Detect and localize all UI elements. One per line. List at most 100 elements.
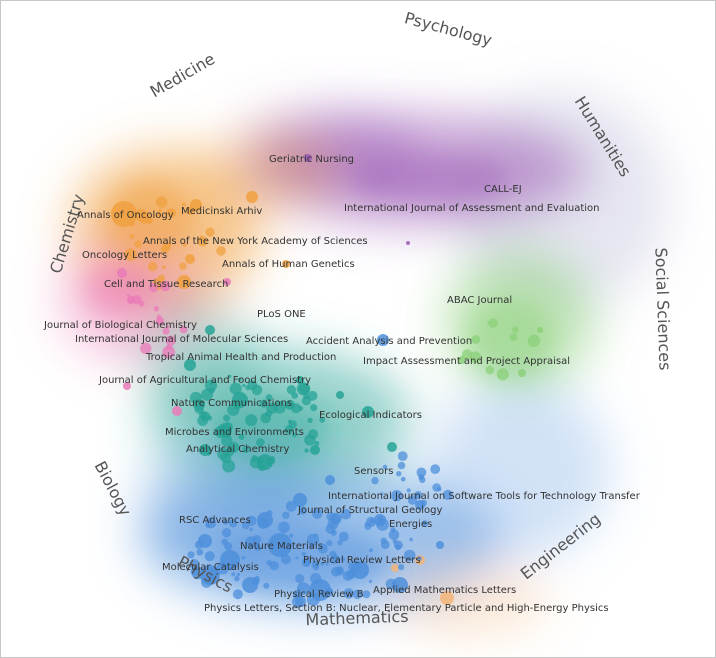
journal-bubble[interactable] bbox=[242, 445, 250, 454]
journal-bubble[interactable] bbox=[221, 528, 232, 538]
journal-bubble[interactable] bbox=[153, 306, 159, 312]
journal-bubble[interactable] bbox=[325, 562, 329, 566]
journal-label-jafc[interactable]: Journal of Agricultural and Food Chemist… bbox=[98, 375, 311, 386]
journal-label-molecular-catalysis[interactable]: Molecular Catalysis bbox=[162, 562, 259, 573]
journal-bubble[interactable] bbox=[254, 578, 259, 583]
journal-bubble[interactable] bbox=[157, 274, 166, 282]
journal-label-energies[interactable]: Energies bbox=[389, 519, 432, 530]
journal-bubble[interactable] bbox=[440, 591, 454, 605]
journal-bubble[interactable] bbox=[371, 476, 379, 485]
journal-label-impact-assessment[interactable]: Impact Assessment and Project Appraisal bbox=[363, 356, 570, 367]
journal-bubble[interactable] bbox=[397, 461, 406, 470]
journal-bubble[interactable] bbox=[285, 500, 297, 512]
journal-bubble[interactable] bbox=[324, 587, 334, 597]
journal-bubble[interactable] bbox=[204, 379, 218, 392]
journal-bubble[interactable] bbox=[251, 384, 263, 396]
journal-bubble[interactable] bbox=[140, 342, 152, 355]
journal-bubble[interactable] bbox=[187, 551, 195, 559]
journal-bubble[interactable] bbox=[269, 457, 276, 464]
journal-bubble[interactable] bbox=[126, 293, 130, 298]
journal-bubble[interactable] bbox=[260, 412, 272, 424]
journal-bubble[interactable] bbox=[162, 265, 166, 269]
journal-bubble[interactable] bbox=[337, 540, 343, 546]
journal-bubble[interactable] bbox=[123, 382, 131, 390]
journal-bubble[interactable] bbox=[241, 556, 246, 560]
journal-bubble[interactable] bbox=[298, 506, 307, 515]
journal-bubble[interactable] bbox=[256, 438, 265, 447]
journal-bubble[interactable] bbox=[267, 544, 271, 548]
journal-bubble[interactable] bbox=[129, 234, 135, 239]
journal-bubble[interactable] bbox=[134, 240, 142, 248]
journal-bubble[interactable] bbox=[229, 382, 242, 395]
journal-bubble[interactable] bbox=[310, 445, 320, 455]
journal-bubble[interactable] bbox=[223, 414, 231, 422]
journal-bubble[interactable] bbox=[420, 499, 428, 507]
journal-bubble[interactable] bbox=[330, 529, 337, 536]
journal-label-cell-tissue-research[interactable]: Cell and Tissue Research bbox=[104, 279, 228, 290]
journal-bubble[interactable] bbox=[245, 414, 258, 427]
journal-bubble[interactable] bbox=[314, 533, 318, 538]
journal-label-accident-analysis[interactable]: Accident Analysis and Prevention bbox=[306, 336, 472, 347]
journal-bubble[interactable] bbox=[196, 548, 204, 556]
journal-bubble[interactable] bbox=[181, 202, 186, 207]
journal-bubble[interactable] bbox=[418, 474, 424, 480]
journal-label-applied-math-letters[interactable]: Applied Mathematics Letters bbox=[373, 585, 516, 596]
journal-label-nature-materials[interactable]: Nature Materials bbox=[240, 541, 323, 552]
journal-bubble[interactable] bbox=[310, 573, 322, 584]
journal-label-medicinski-arhiv[interactable]: Medicinski Arhiv bbox=[181, 206, 262, 217]
journal-bubble[interactable] bbox=[362, 406, 374, 418]
journal-bubble[interactable] bbox=[304, 434, 316, 446]
journal-label-tropical-animal[interactable]: Tropical Animal Health and Production bbox=[145, 352, 336, 363]
journal-bubble[interactable] bbox=[311, 560, 320, 569]
journal-bubble[interactable] bbox=[407, 495, 418, 505]
journal-bubble[interactable] bbox=[406, 488, 411, 493]
journal-bubble[interactable] bbox=[409, 537, 414, 542]
journal-bubble[interactable] bbox=[340, 508, 352, 520]
journal-bubble[interactable] bbox=[166, 325, 170, 329]
journal-label-ijms[interactable]: International Journal of Molecular Scien… bbox=[75, 334, 288, 345]
journal-bubble[interactable] bbox=[204, 551, 215, 562]
journal-bubble[interactable] bbox=[400, 476, 406, 482]
journal-bubble[interactable] bbox=[296, 382, 310, 396]
journal-bubble[interactable] bbox=[518, 369, 526, 377]
journal-bubble[interactable] bbox=[224, 430, 232, 438]
journal-label-j-structural-geology[interactable]: Journal of Structural Geology bbox=[297, 505, 443, 516]
journal-bubble[interactable] bbox=[182, 242, 187, 247]
journal-bubble[interactable] bbox=[295, 574, 305, 584]
journal-bubble[interactable] bbox=[194, 540, 204, 549]
journal-bubble[interactable] bbox=[380, 492, 384, 496]
journal-bubble[interactable] bbox=[160, 244, 170, 254]
journal-bubble[interactable] bbox=[229, 519, 238, 528]
journal-bubble[interactable] bbox=[392, 577, 408, 593]
journal-bubble[interactable] bbox=[228, 441, 240, 453]
journal-bubble[interactable] bbox=[391, 490, 403, 502]
journal-label-call-ej[interactable]: CALL-EJ bbox=[484, 184, 522, 195]
journal-label-sensors[interactable]: Sensors bbox=[354, 466, 394, 477]
journal-bubble[interactable] bbox=[162, 327, 170, 335]
journal-bubble[interactable] bbox=[488, 318, 498, 328]
journal-bubble[interactable] bbox=[395, 544, 401, 551]
journal-bubble[interactable] bbox=[228, 565, 234, 571]
journal-bubble[interactable] bbox=[172, 406, 182, 416]
journal-bubble[interactable] bbox=[307, 417, 313, 424]
journal-label-rsc-advances[interactable]: RSC Advances bbox=[179, 515, 251, 526]
journal-bubble[interactable] bbox=[390, 527, 396, 533]
journal-bubble[interactable] bbox=[184, 359, 196, 371]
journal-bubble[interactable] bbox=[387, 442, 397, 452]
journal-bubble[interactable] bbox=[398, 564, 405, 571]
journal-bubble[interactable] bbox=[238, 434, 245, 440]
journal-bubble[interactable] bbox=[282, 511, 290, 519]
journal-bubble[interactable] bbox=[368, 579, 373, 584]
journal-bubble[interactable] bbox=[189, 558, 200, 570]
journal-bubble[interactable] bbox=[487, 321, 491, 325]
journal-bubble[interactable] bbox=[319, 417, 326, 423]
journal-label-ecological-indicators[interactable]: Ecological Indicators bbox=[319, 410, 422, 421]
journal-bubble[interactable] bbox=[185, 254, 195, 264]
journal-bubble[interactable] bbox=[232, 589, 243, 600]
journal-bubble[interactable] bbox=[249, 527, 253, 532]
journal-bubble[interactable] bbox=[199, 410, 207, 419]
journal-bubble[interactable] bbox=[268, 533, 292, 557]
journal-bubble[interactable] bbox=[223, 421, 233, 432]
journal-bubble[interactable] bbox=[186, 206, 196, 216]
journal-bubble[interactable] bbox=[205, 227, 215, 237]
